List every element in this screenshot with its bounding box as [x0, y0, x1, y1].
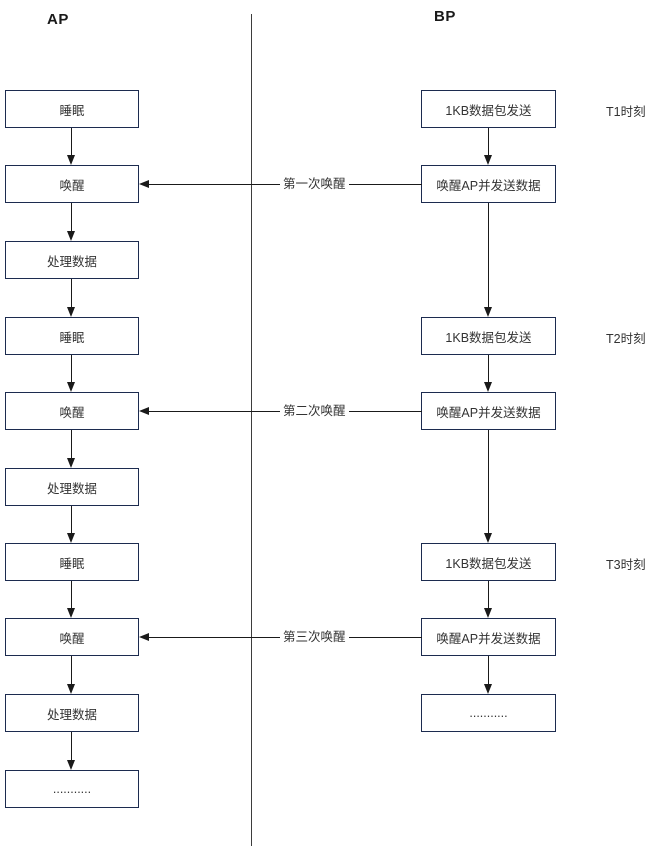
ap-arrow-down-7: [67, 581, 76, 618]
bp-node-wakeap-3: 唤醒AP并发送数据: [421, 618, 556, 656]
bp-node-send-2: 1KB数据包发送: [421, 317, 556, 355]
ap-node-sleep-2: 睡眠: [5, 317, 139, 355]
arrowhead-down-icon: [67, 458, 75, 468]
arrowhead-down-icon: [67, 533, 75, 543]
ap-arrow-down-5: [67, 430, 76, 468]
wake-label-2: 第二次唤醒: [280, 403, 349, 419]
arrow-line: [488, 355, 489, 383]
arrow-line: [488, 581, 489, 609]
arrow-line: [488, 203, 489, 308]
bp-arrow-down-2: [484, 203, 493, 317]
bp-arrow-down-4: [484, 430, 493, 543]
time-label-t1: T1时刻: [606, 105, 646, 119]
ap-node-ellipsis: ...........: [5, 770, 139, 808]
arrow-line: [488, 128, 489, 156]
arrowhead-down-icon: [484, 307, 492, 317]
arrow-line: [488, 430, 489, 534]
bp-node-wakeap-1: 唤醒AP并发送数据: [421, 165, 556, 203]
bp-node-send-3: 1KB数据包发送: [421, 543, 556, 581]
ap-node-sleep-1: 睡眠: [5, 90, 139, 128]
ap-node-process-1: 处理数据: [5, 241, 139, 279]
ap-node-sleep-3: 睡眠: [5, 543, 139, 581]
arrow-line: [71, 656, 72, 685]
bp-node-ellipsis: ...........: [421, 694, 556, 732]
ap-node-wake-1: 唤醒: [5, 165, 139, 203]
ap-node-process-2: 处理数据: [5, 468, 139, 506]
bp-arrow-down-3: [484, 355, 493, 392]
arrowhead-down-icon: [484, 155, 492, 165]
wake-label-1: 第一次唤醒: [280, 176, 349, 192]
time-label-t2: T2时刻: [606, 332, 646, 346]
bp-arrow-down-6: [484, 656, 493, 694]
arrowhead-down-icon: [67, 608, 75, 618]
ap-node-process-3: 处理数据: [5, 694, 139, 732]
ap-arrow-down-8: [67, 656, 76, 694]
ap-node-wake-2: 唤醒: [5, 392, 139, 430]
arrowhead-down-icon: [67, 382, 75, 392]
lane-header-ap: AP: [47, 11, 69, 28]
ap-arrow-down-4: [67, 355, 76, 392]
arrow-line: [71, 430, 72, 459]
ap-arrow-down-9: [67, 732, 76, 770]
bp-arrow-down-1: [484, 128, 493, 165]
arrow-line: [71, 732, 72, 761]
bp-node-wakeap-2: 唤醒AP并发送数据: [421, 392, 556, 430]
arrowhead-down-icon: [484, 608, 492, 618]
arrowhead-left-icon: [139, 407, 149, 415]
arrow-line: [71, 279, 72, 308]
arrowhead-down-icon: [484, 533, 492, 543]
arrow-line: [71, 581, 72, 609]
bp-arrow-down-5: [484, 581, 493, 618]
arrow-line: [71, 355, 72, 383]
lane-divider-line: [251, 14, 252, 846]
arrow-line: [71, 128, 72, 156]
ap-node-wake-3: 唤醒: [5, 618, 139, 656]
arrow-line: [71, 506, 72, 534]
arrow-line: [71, 203, 72, 232]
time-label-t3: T3时刻: [606, 558, 646, 572]
lane-header-bp: BP: [434, 8, 456, 25]
ap-arrow-down-2: [67, 203, 76, 241]
ap-arrow-down-3: [67, 279, 76, 317]
bp-node-send-1: 1KB数据包发送: [421, 90, 556, 128]
arrowhead-down-icon: [67, 760, 75, 770]
arrowhead-down-icon: [484, 684, 492, 694]
arrowhead-down-icon: [67, 307, 75, 317]
arrowhead-down-icon: [67, 155, 75, 165]
arrowhead-down-icon: [484, 382, 492, 392]
arrowhead-left-icon: [139, 180, 149, 188]
ap-arrow-down-1: [67, 128, 76, 165]
arrow-line: [488, 656, 489, 685]
arrowhead-left-icon: [139, 633, 149, 641]
wake-label-3: 第三次唤醒: [280, 629, 349, 645]
arrowhead-down-icon: [67, 231, 75, 241]
ap-arrow-down-6: [67, 506, 76, 543]
arrowhead-down-icon: [67, 684, 75, 694]
